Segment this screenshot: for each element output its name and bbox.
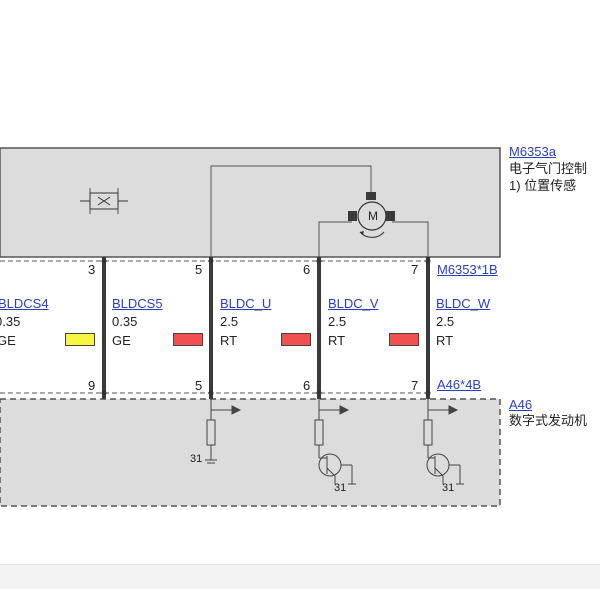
wire-name-bldc-u[interactable]: BLDC_U (220, 296, 272, 311)
ground-label-1: 31 (190, 453, 203, 465)
top-component-box (0, 147, 501, 258)
wire-name-bldc-w[interactable]: BLDC_W (436, 296, 491, 311)
wire-name-bldc-v[interactable]: BLDC_V (328, 296, 379, 311)
wire-size: 0.35 (0, 314, 21, 329)
wire-size-bldc-v: 2.5 (328, 314, 347, 329)
driver-circuit-bldc-v (423, 399, 464, 485)
motor-letter: M (368, 209, 378, 223)
top-component-id[interactable]: M6353a (509, 144, 556, 159)
pin-bottom-7: 7 (411, 378, 419, 393)
wire-size-bldcs5: 0.35 (112, 314, 138, 329)
wire-name-bldcs5[interactable]: BLDCS5 (112, 296, 163, 311)
bottom-component-box (0, 398, 501, 507)
wire-color-code-bldcs5: GE (112, 333, 131, 348)
wire-color-swatch-bldcs5 (173, 333, 203, 346)
wire-color-code: GE (0, 333, 16, 348)
pin-top-3: 3 (88, 262, 96, 277)
pin-bottom-9: 9 (88, 378, 96, 393)
wire-size-bldc-u: 2.5 (220, 314, 239, 329)
driver-circuit-bldcs5 (205, 399, 242, 464)
wire-color-swatch-bldc-v (389, 333, 419, 346)
motor-icon (348, 192, 395, 238)
wire-name[interactable]: BLDCS4 (0, 296, 49, 311)
bottom-component-id[interactable]: A46 (509, 397, 533, 412)
pin-top-7: 7 (411, 262, 419, 277)
bottom-connector-id[interactable]: A46*4B (437, 377, 482, 392)
ground-label-2: 31 (334, 482, 347, 494)
bottom-strip (0, 564, 600, 589)
pin-top-6: 6 (303, 262, 311, 277)
wire-group (102, 257, 430, 399)
wire-color-code-bldc-v: RT (328, 333, 346, 348)
motor-wiring (210, 165, 429, 257)
wire-color-code-bldc-u: RT (220, 333, 238, 348)
top-connector-id[interactable]: M6353*1B (437, 262, 498, 277)
pin-top-5: 5 (195, 262, 203, 277)
wire-label-bldcs4: BLDCS4 0.35 GE (0, 296, 100, 356)
wire-size-bldc-w: 2.5 (436, 314, 455, 329)
sensor-symbol-icon (80, 188, 128, 214)
pin-dots (101, 258, 431, 396)
ground-label-3: 31 (442, 482, 455, 494)
top-component-desc-2: 1) 位置传感 (509, 178, 577, 193)
wire-color-swatch-bldcs4 (65, 333, 95, 346)
bottom-component-desc-1: 数字式发动机 (509, 413, 588, 428)
pin-bottom-5: 5 (195, 378, 203, 393)
pin-bottom-6: 6 (303, 378, 311, 393)
top-component-desc-1: 电子气门控制 (509, 161, 588, 176)
driver-circuit-bldc-u (314, 399, 356, 485)
wire-color-code-bldc-w: RT (436, 333, 454, 348)
wire-color-swatch-bldc-u (281, 333, 311, 346)
